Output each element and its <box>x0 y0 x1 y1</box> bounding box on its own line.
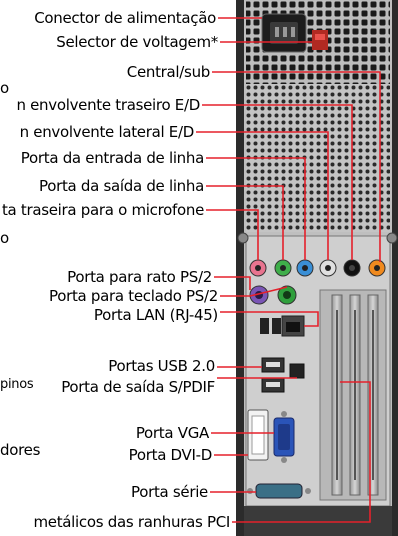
label-usb: Portas USB 2.0 <box>108 357 215 375</box>
serial-port-shape <box>255 483 303 499</box>
label-lan: Porta LAN (RJ-45) <box>93 306 218 324</box>
label-rear-surround: n envolvente traseiro E/D <box>16 96 200 114</box>
leader-lines <box>196 17 381 523</box>
label-pci-brackets: metálicos das ranhuras PCI <box>33 513 230 531</box>
label-line-out: Porta da saída de linha <box>39 177 204 195</box>
audio-jacks <box>249 259 386 277</box>
label-line-in: Porta da entrada de linha <box>20 149 205 167</box>
label-dvi: Porta DVI-D <box>128 446 213 464</box>
label-center-sub: Central/sub <box>126 63 211 81</box>
label-power-connector: Conector de alimentação <box>34 9 216 27</box>
label-ps2-keyboard: Porta para teclado PS/2 <box>49 287 218 305</box>
label-pinos: pinos <box>0 377 34 392</box>
label-vga: Porta VGA <box>135 424 209 442</box>
label-dores: dores <box>0 441 41 459</box>
spdif-port-shape <box>289 363 305 379</box>
label-rear-mic: ta traseira para o microfone <box>1 201 204 219</box>
label-partial-o-2: o <box>0 229 9 247</box>
label-serial: Porta série <box>130 483 208 501</box>
label-voltage-selector: Selector de voltagem* <box>56 33 218 51</box>
label-spdif: Porta de saída S/PDIF <box>61 378 215 396</box>
label-ps2-mouse: Porta para rato PS/2 <box>67 268 212 286</box>
pci-slot-brackets <box>319 289 387 501</box>
label-partial-o-1: o <box>0 79 9 97</box>
label-side-surround: n envolvente lateral E/D <box>19 123 195 141</box>
